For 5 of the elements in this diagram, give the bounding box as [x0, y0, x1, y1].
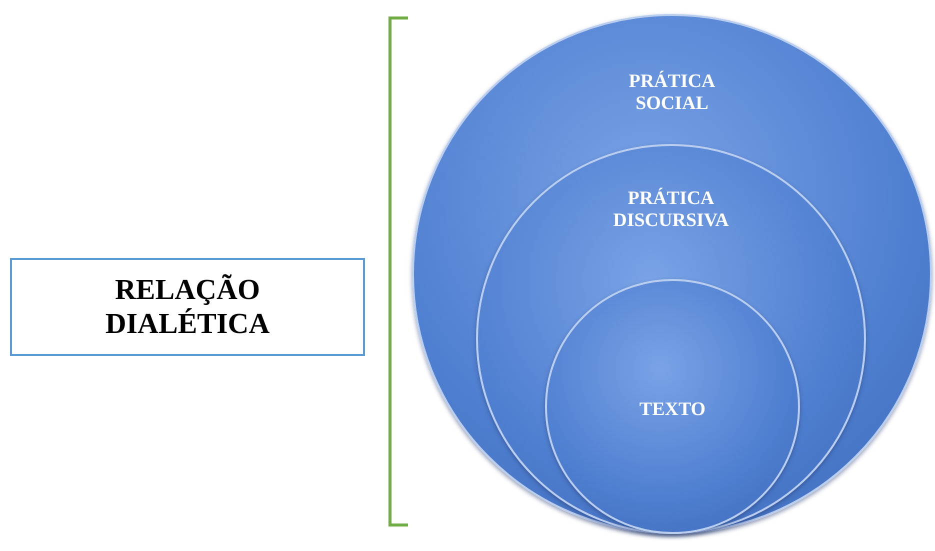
circle-label: TEXTO [639, 399, 706, 421]
label-box [10, 258, 365, 356]
circle-label: PRÁTICA DISCURSIVA [612, 188, 730, 232]
circle-label: PRÁTICA SOCIAL [628, 71, 716, 115]
box-label: RELAÇÃO DIALÉTICA [104, 273, 271, 341]
